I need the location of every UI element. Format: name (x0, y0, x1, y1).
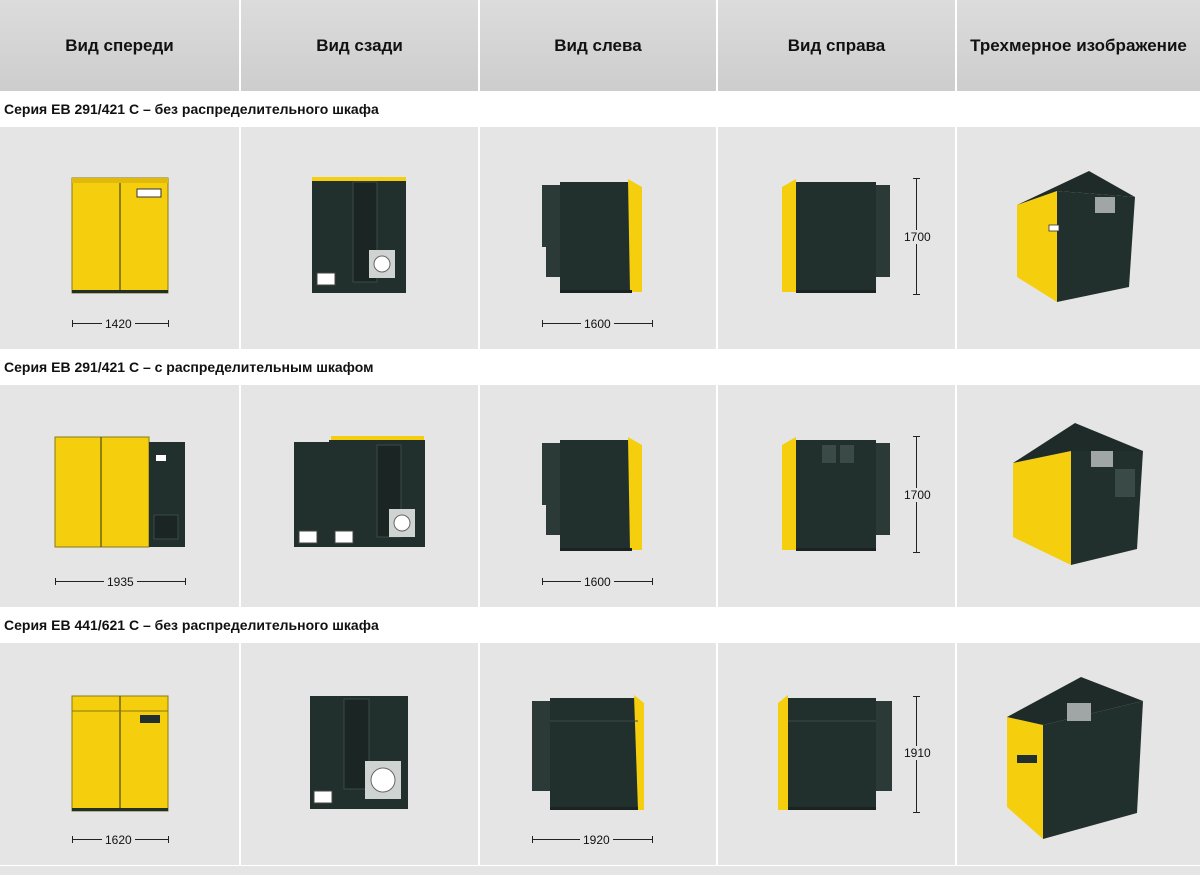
series-row-1: 1420 1600 (0, 127, 1200, 349)
compressor-back-drawing (294, 436, 425, 547)
series-title: Серия EB 291/421 C – с распределительным… (0, 349, 1200, 385)
depth-dimension: 1600 (581, 575, 614, 589)
back-view-image (241, 643, 480, 865)
compressor-right-drawing (778, 695, 892, 810)
front-view-image: 1935 (0, 385, 241, 607)
left-view-image: 1600 (480, 127, 718, 349)
height-dimension: 1910 (901, 746, 934, 760)
height-dimension: 1700 (901, 488, 934, 502)
depth-dimension: 1920 (580, 833, 613, 847)
3d-view-image (957, 643, 1200, 865)
bottom-strip (0, 866, 1200, 875)
right-view-image: 1700 (718, 385, 957, 607)
width-dimension: 1420 (102, 317, 135, 331)
compressor-front-drawing (54, 436, 185, 548)
left-view-image: 1600 (480, 385, 718, 607)
compressor-left-drawing (542, 437, 642, 551)
width-dimension: 1620 (102, 833, 135, 847)
series-row-3: 1620 1920 (0, 643, 1200, 865)
series-title: Серия EB 441/621 C – без распределительн… (0, 607, 1200, 643)
compressor-right-drawing (782, 437, 890, 551)
compressor-back-drawing (310, 696, 408, 809)
compressor-3d-drawing (1007, 677, 1143, 839)
front-view-image: 1420 (0, 127, 241, 349)
series-title: Серия EB 291/421 C – без распределительн… (0, 91, 1200, 127)
depth-dimension: 1600 (581, 317, 614, 331)
right-view-image: 1700 (718, 127, 957, 349)
header-back-view: Вид сзади (241, 0, 480, 91)
compressor-front-drawing (71, 695, 169, 812)
left-view-image: 1920 (480, 643, 718, 865)
width-dimension: 1935 (104, 575, 137, 589)
header-right-view: Вид справа (718, 0, 957, 91)
front-view-image: 1620 (0, 643, 241, 865)
compressor-back-drawing (312, 177, 406, 293)
right-view-image: 1910 (718, 643, 957, 865)
view-header-row: Вид спереди Вид сзади Вид слева Вид спра… (0, 0, 1200, 91)
compressor-left-drawing (542, 179, 642, 293)
3d-view-image (957, 127, 1200, 349)
compressor-right-drawing (782, 179, 890, 293)
back-view-image (241, 385, 480, 607)
height-dimension: 1700 (901, 230, 934, 244)
header-front-view: Вид спереди (0, 0, 241, 91)
header-3d-view: Трехмерное изображение (957, 0, 1200, 91)
compressor-3d-drawing (1017, 171, 1135, 302)
back-view-image (241, 127, 480, 349)
series-row-2: 1935 160 (0, 385, 1200, 607)
header-left-view: Вид слева (480, 0, 718, 91)
compressor-front-drawing (71, 177, 169, 294)
3d-view-image (957, 385, 1200, 607)
compressor-left-drawing (532, 695, 644, 810)
compressor-3d-drawing (1013, 423, 1143, 565)
